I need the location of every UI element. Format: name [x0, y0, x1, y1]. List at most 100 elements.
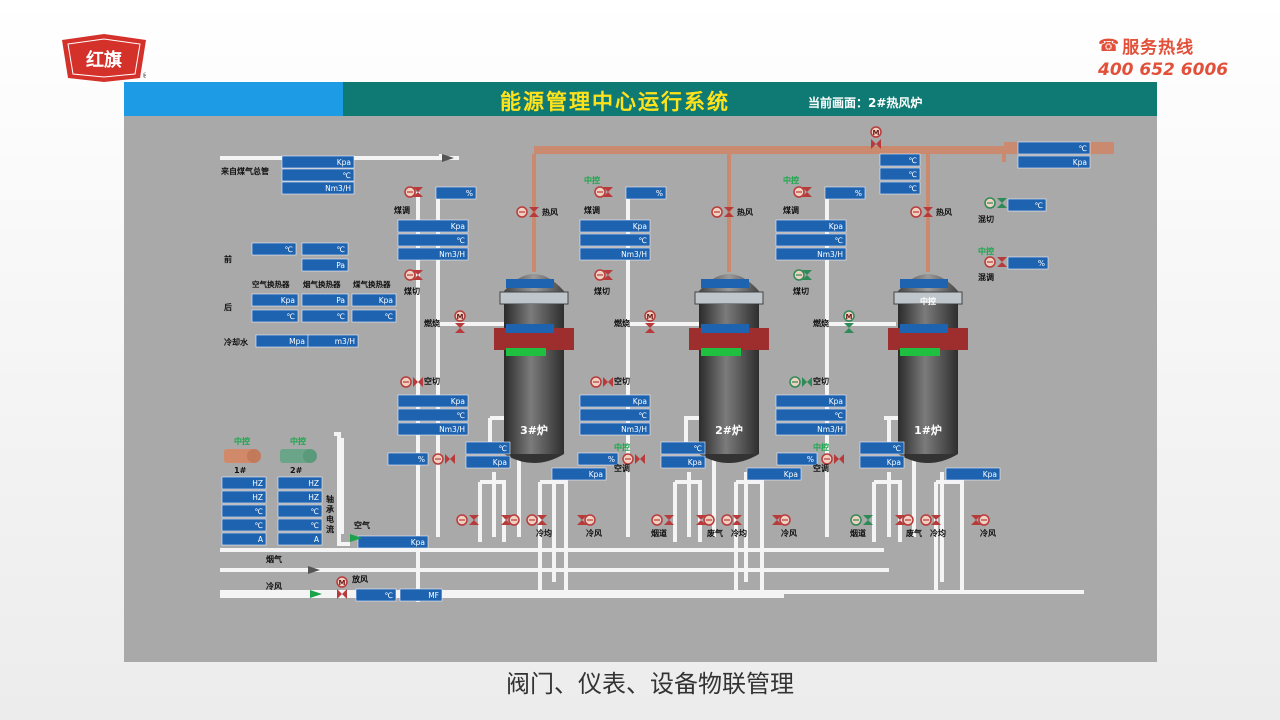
- instrument-field[interactable]: %: [387, 452, 429, 466]
- valve-body[interactable]: [603, 275, 613, 280]
- coal-cut-valve[interactable]: [404, 269, 423, 281]
- air-cut-valve[interactable]: [400, 376, 423, 388]
- instrument-field[interactable]: ℃: [859, 441, 905, 455]
- instrument-box[interactable]: [357, 535, 429, 549]
- valve-body[interactable]: [413, 377, 418, 387]
- valve-body[interactable]: [469, 515, 479, 520]
- valve-body[interactable]: [664, 520, 674, 525]
- valve-body[interactable]: [923, 212, 933, 217]
- instrument-field[interactable]: ℃: [221, 504, 267, 518]
- instrument-box[interactable]: [551, 467, 607, 481]
- instrument-box[interactable]: [277, 518, 323, 532]
- valve-body[interactable]: [455, 328, 465, 333]
- instrument-field[interactable]: ℃: [277, 504, 323, 518]
- instrument-box[interactable]: [775, 408, 847, 422]
- waste-gas-valve[interactable]: [501, 514, 520, 526]
- instrument-field[interactable]: ℃: [251, 242, 297, 256]
- valve-body[interactable]: [923, 207, 933, 212]
- cold-air-valve[interactable]: [577, 514, 596, 526]
- instrument-box[interactable]: [775, 422, 847, 436]
- instrument-box[interactable]: [625, 186, 667, 200]
- instrument-field[interactable]: Kpa: [579, 394, 651, 408]
- air-adjust-valve[interactable]: [622, 453, 645, 465]
- instrument-box[interactable]: [277, 504, 323, 518]
- instrument-field[interactable]: A: [221, 532, 267, 546]
- instrument-box[interactable]: [579, 394, 651, 408]
- fan-body[interactable]: [224, 449, 254, 463]
- instrument-box[interactable]: [397, 408, 469, 422]
- instrument-box[interactable]: [1017, 141, 1091, 155]
- instrument-box[interactable]: [701, 324, 749, 333]
- valve-body[interactable]: [413, 187, 423, 192]
- instrument-field[interactable]: Kpa: [251, 293, 299, 307]
- valve-body[interactable]: [997, 203, 1007, 208]
- mix-cut-valve[interactable]: [984, 197, 1007, 209]
- instrument-box[interactable]: [859, 441, 905, 455]
- valve-body[interactable]: [997, 257, 1007, 262]
- instrument-box[interactable]: [397, 247, 469, 261]
- valve-body[interactable]: [469, 520, 479, 525]
- valve-body[interactable]: [724, 212, 734, 217]
- fan-1[interactable]: [224, 449, 261, 463]
- motor-icon[interactable]: [336, 576, 348, 588]
- instrument-box[interactable]: [397, 233, 469, 247]
- instrument-box[interactable]: [281, 181, 355, 195]
- valve-body[interactable]: [696, 515, 706, 520]
- valve-body[interactable]: [664, 515, 674, 520]
- instrument-box[interactable]: [301, 309, 349, 323]
- burn-valve[interactable]: M: [644, 310, 656, 333]
- instrument-box[interactable]: [435, 186, 477, 200]
- air-cut-valve[interactable]: [789, 376, 812, 388]
- valve-body[interactable]: [603, 270, 613, 275]
- instrument-box[interactable]: [281, 155, 355, 169]
- instrument-field[interactable]: %: [1007, 256, 1049, 270]
- instrument-field[interactable]: Kpa: [397, 394, 469, 408]
- valve-body[interactable]: [645, 323, 655, 328]
- instrument-field[interactable]: Kpa: [775, 219, 847, 233]
- valve-body[interactable]: [529, 207, 539, 212]
- burn-valve[interactable]: M: [454, 310, 466, 333]
- instrument-box[interactable]: [701, 279, 749, 288]
- valve-body[interactable]: [418, 377, 423, 387]
- valve-body[interactable]: [772, 520, 782, 525]
- instrument-field[interactable]: ℃: [351, 309, 397, 323]
- instrument-field[interactable]: Kpa: [465, 455, 511, 469]
- coal-cut-valve[interactable]: [594, 269, 613, 281]
- fan-body[interactable]: [280, 449, 310, 463]
- valve-body[interactable]: [802, 275, 812, 280]
- instrument-field[interactable]: ℃: [775, 233, 847, 247]
- flue-valve[interactable]: [456, 514, 479, 526]
- instrument-field[interactable]: HZ: [277, 476, 323, 490]
- valve-body[interactable]: [876, 139, 881, 149]
- burn-valve[interactable]: M: [843, 310, 855, 333]
- instrument-box[interactable]: [775, 247, 847, 261]
- instrument-box[interactable]: [506, 279, 554, 288]
- valve-body[interactable]: [732, 520, 742, 525]
- hot-air-valve[interactable]: [910, 206, 933, 218]
- instrument-field[interactable]: ℃: [397, 408, 469, 422]
- furnace[interactable]: 3#炉: [494, 274, 574, 463]
- valve-body[interactable]: [931, 520, 941, 525]
- instrument-box[interactable]: [1007, 256, 1049, 270]
- air-adjust-valve[interactable]: [432, 453, 455, 465]
- valve-body[interactable]: [450, 454, 455, 464]
- instrument-field[interactable]: ℃: [301, 309, 349, 323]
- instrument-box[interactable]: [824, 186, 866, 200]
- instrument-field[interactable]: Kpa: [775, 394, 847, 408]
- cold-avg-valve[interactable]: [721, 514, 742, 526]
- instrument-box[interactable]: [900, 324, 948, 333]
- coal-adjust-valve[interactable]: [404, 186, 423, 198]
- instrument-box[interactable]: [879, 167, 921, 181]
- instrument-box[interactable]: [301, 293, 349, 307]
- instrument-field[interactable]: %: [435, 186, 477, 200]
- instrument-field[interactable]: ℃: [221, 518, 267, 532]
- instrument-box[interactable]: [879, 181, 921, 195]
- valve-body[interactable]: [997, 262, 1007, 267]
- instrument-field[interactable]: Nm3/H: [579, 247, 651, 261]
- instrument-field[interactable]: HZ: [277, 490, 323, 504]
- cold-air-valve[interactable]: [971, 514, 990, 526]
- instrument-box[interactable]: [900, 279, 948, 288]
- waste-gas-valve[interactable]: [696, 514, 715, 526]
- instrument-field[interactable]: Kpa: [1017, 155, 1091, 169]
- valve-body[interactable]: [537, 520, 547, 525]
